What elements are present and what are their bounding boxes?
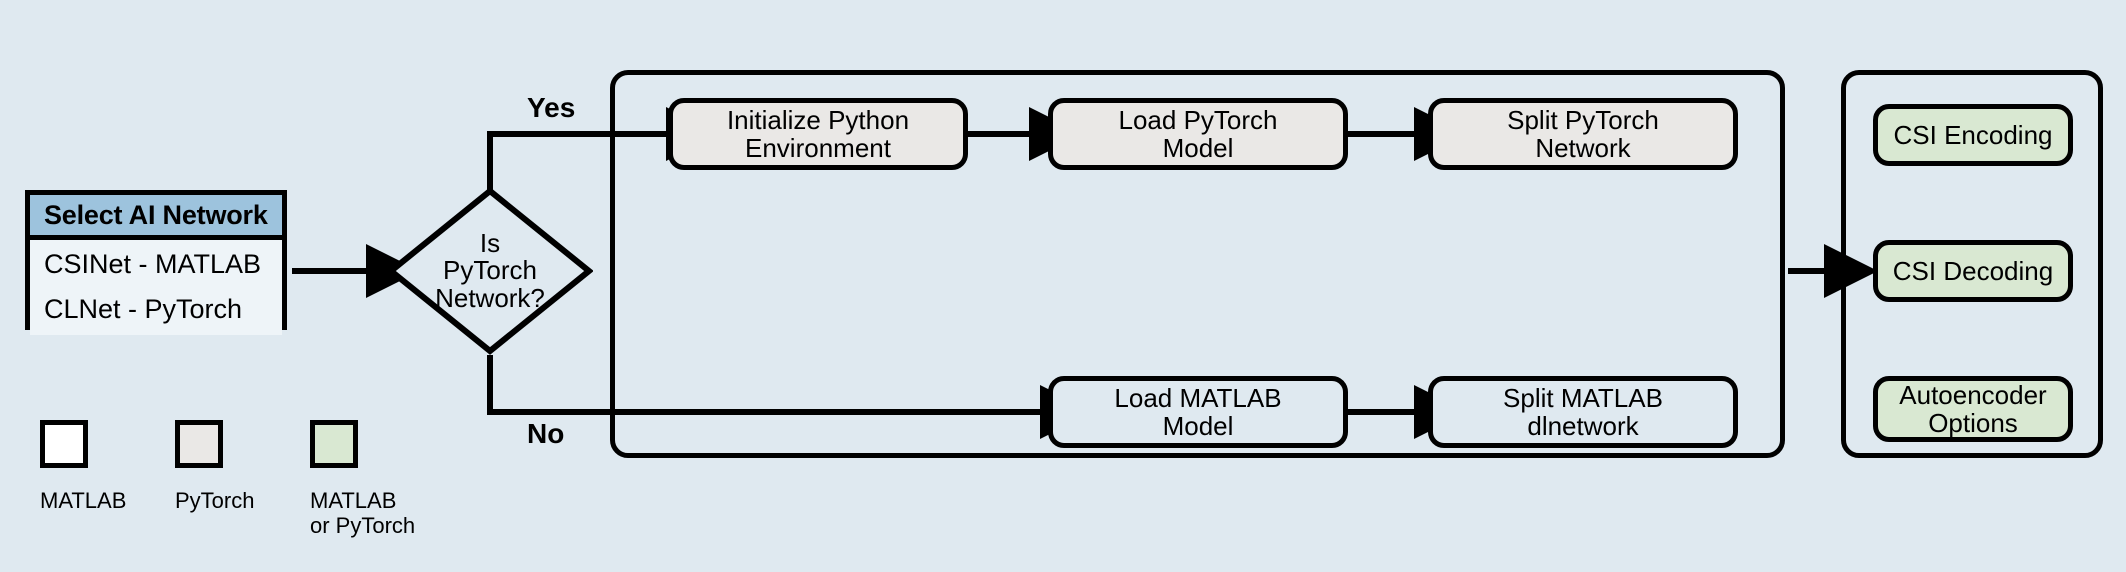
option-clnet-pytorch[interactable]: CLNet - PyTorch (44, 294, 243, 324)
legend-swatch-either (310, 420, 358, 468)
legend: MATLAB PyTorch MATLAB or PyTorch (40, 420, 460, 560)
branch-label-yes: Yes (527, 92, 576, 123)
select-ai-network-header: Select AI Network (30, 195, 282, 240)
step-initialize-python-environment[interactable]: Initialize Python Environment (668, 98, 968, 170)
branch-label-no: No (527, 418, 565, 449)
step-label: Split PyTorch Network (1507, 104, 1659, 163)
step-label: Load MATLAB Model (1114, 382, 1282, 441)
select-ai-network-options[interactable]: CSINet - MATLAB CLNet - PyTorch (30, 240, 282, 335)
legend-swatch-matlab (40, 420, 88, 468)
panel-item-label: Autoencoder Options (1899, 379, 2047, 438)
step-split-pytorch-network[interactable]: Split PyTorch Network (1428, 98, 1738, 170)
legend-caption-pytorch: PyTorch (175, 488, 255, 513)
option-csinet-matlab[interactable]: CSINet - MATLAB (44, 249, 262, 279)
panel-item-label: CSI Decoding (1892, 255, 2054, 286)
panel-item-csi-decoding[interactable]: CSI Decoding (1873, 240, 2073, 302)
step-load-pytorch-model[interactable]: Load PyTorch Model (1048, 98, 1348, 170)
model-preparation-container (610, 70, 1785, 458)
diamond-shape (387, 187, 593, 355)
panel-item-autoencoder-options[interactable]: Autoencoder Options (1873, 376, 2073, 442)
decision-is-pytorch-network: Is PyTorch Network? (387, 187, 593, 355)
legend-caption-either: MATLAB or PyTorch (310, 488, 416, 539)
autoencoder-stage-container (1841, 70, 2103, 458)
step-label: Initialize Python Environment (726, 104, 910, 163)
step-split-matlab-dlnetwork[interactable]: Split MATLAB dlnetwork (1428, 376, 1738, 448)
legend-swatch-pytorch (175, 420, 223, 468)
step-load-matlab-model[interactable]: Load MATLAB Model (1048, 376, 1348, 448)
panel-item-label: CSI Encoding (1893, 119, 2053, 150)
select-ai-network-card[interactable]: Select AI Network CSINet - MATLAB CLNet … (25, 190, 287, 335)
legend-caption-matlab: MATLAB (40, 488, 127, 513)
step-label: Split MATLAB dlnetwork (1503, 382, 1663, 441)
step-label: Load PyTorch Model (1118, 104, 1278, 163)
panel-item-csi-encoding[interactable]: CSI Encoding (1873, 104, 2073, 166)
